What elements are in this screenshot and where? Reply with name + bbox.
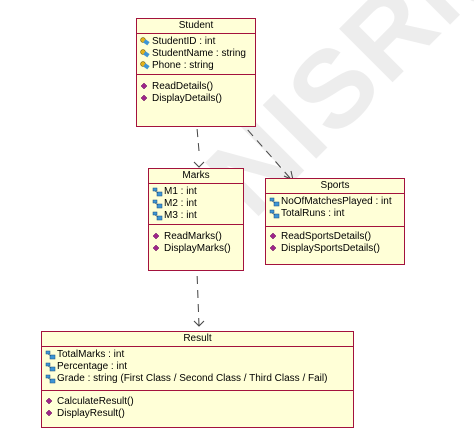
operation-row: DisplayMarks() — [152, 243, 240, 255]
attribute-row: StudentName : string — [140, 48, 252, 60]
operation-compartment: CalculateResult() DisplayResult() — [42, 391, 353, 422]
dependency-marks-student — [196, 127, 200, 152]
attribute-text: StudentName : string — [152, 48, 246, 59]
method-icon — [269, 244, 277, 252]
attribute-row: StudentID : int — [140, 36, 252, 48]
attribute-row: TotalRuns : int — [269, 208, 401, 220]
operation-text: DisplaySportsDetails() — [281, 243, 380, 254]
attribute-text: M1 : int — [164, 186, 197, 197]
operation-row: CalculateResult() — [45, 396, 350, 408]
operation-text: ReadSportsDetails() — [281, 231, 372, 242]
attribute-row: Percentage : int — [45, 361, 350, 373]
attribute-text: StudentID : int — [152, 36, 216, 47]
operation-row: ReadSportsDetails() — [269, 231, 401, 243]
attribute-text: Grade : string (First Class / Second Cla… — [57, 373, 328, 384]
operation-compartment: ReadDetails() DisplayDetails() — [137, 75, 255, 107]
class-name: Result — [42, 332, 353, 347]
protected-field-icon — [45, 350, 56, 360]
class-sports[interactable]: Sports NoOfMatchesPlayed : int TotalRuns… — [265, 178, 405, 265]
operation-text: DisplayMarks() — [164, 243, 231, 254]
attribute-text: Phone : string — [152, 60, 214, 71]
key-field-icon — [140, 37, 150, 46]
key-field-icon — [140, 61, 150, 70]
operation-row: ReadMarks() — [152, 231, 240, 243]
method-icon — [269, 232, 277, 240]
attribute-row: M1 : int — [152, 186, 240, 198]
operation-row: DisplayResult() — [45, 408, 350, 420]
dependency-sports-student — [245, 127, 291, 179]
attribute-row: Phone : string — [140, 60, 252, 72]
attribute-row: Grade : string (First Class / Second Cla… — [45, 373, 350, 385]
attribute-text: Percentage : int — [57, 361, 128, 372]
arrowhead-marks — [193, 161, 205, 168]
protected-field-icon — [269, 209, 280, 219]
class-result[interactable]: Result TotalMarks : int Percentage : int… — [41, 331, 354, 428]
class-marks[interactable]: Marks M1 : int M2 : int M3 : int ReadMar… — [148, 168, 244, 271]
attribute-row: M3 : int — [152, 210, 240, 222]
method-icon — [152, 232, 160, 240]
protected-field-icon — [45, 374, 56, 384]
protected-field-icon — [45, 362, 56, 372]
operation-text: DisplayDetails() — [152, 93, 223, 104]
operation-text: CalculateResult() — [57, 396, 134, 407]
attribute-compartment: StudentID : int StudentName : string Pho… — [137, 34, 255, 75]
attribute-text: TotalMarks : int — [57, 349, 125, 360]
protected-field-icon — [152, 199, 163, 209]
attribute-compartment: TotalMarks : int Percentage : int Grade … — [42, 347, 353, 391]
key-field-icon — [140, 49, 150, 58]
dependency-result-marks — [196, 271, 200, 327]
attribute-compartment: M1 : int M2 : int M3 : int — [149, 184, 243, 225]
operation-row: DisplayDetails() — [140, 93, 252, 105]
attribute-text: NoOfMatchesPlayed : int — [281, 196, 392, 207]
attribute-row: TotalMarks : int — [45, 349, 350, 361]
class-name: Sports — [266, 179, 404, 194]
attribute-row: NoOfMatchesPlayed : int — [269, 196, 401, 208]
operation-row: DisplaySportsDetails() — [269, 243, 401, 255]
method-icon — [45, 409, 53, 417]
class-name: Student — [137, 19, 255, 34]
method-icon — [140, 94, 148, 102]
protected-field-icon — [269, 197, 280, 207]
operation-text: ReadDetails() — [152, 81, 214, 92]
method-icon — [45, 397, 53, 405]
class-student[interactable]: Student StudentID : int StudentName : st… — [136, 18, 256, 127]
attribute-row: M2 : int — [152, 198, 240, 210]
method-icon — [140, 82, 148, 90]
protected-field-icon — [152, 211, 163, 221]
attribute-text: M3 : int — [164, 210, 197, 221]
method-icon — [152, 244, 160, 252]
attribute-text: TotalRuns : int — [281, 208, 345, 219]
operation-text: DisplayResult() — [57, 408, 125, 419]
operation-row: ReadDetails() — [140, 81, 252, 93]
operation-compartment: ReadSportsDetails() DisplaySportsDetails… — [266, 227, 404, 257]
attribute-text: M2 : int — [164, 198, 197, 209]
class-name: Marks — [149, 169, 243, 184]
operation-compartment: ReadMarks() DisplayMarks() — [149, 225, 243, 257]
protected-field-icon — [152, 187, 163, 197]
attribute-compartment: NoOfMatchesPlayed : int TotalRuns : int — [266, 194, 404, 227]
arrowhead-result — [193, 320, 205, 327]
operation-text: ReadMarks() — [164, 231, 222, 242]
